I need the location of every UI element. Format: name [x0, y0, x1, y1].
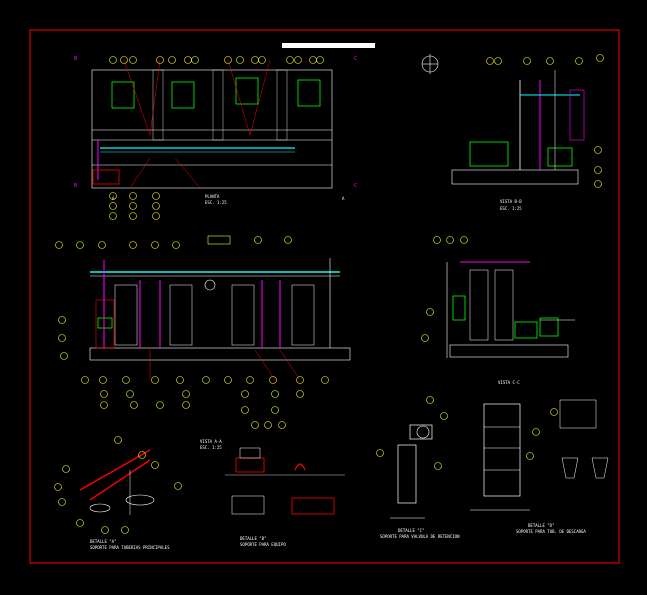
plan-scale: ESC. 1:25: [205, 200, 227, 205]
view-aa-scale: ESC. 1:25: [200, 445, 222, 450]
section-view-cc: VISTA C-C: [421, 236, 575, 385]
detail-b: DETALLE "B" SOPORTE PARA EQUIPO: [225, 447, 345, 547]
detail-d: DETALLE "D" SOPORTE PARA TUB. DE DESCARG…: [470, 399, 609, 534]
plan-title: PLANTA: [205, 194, 220, 199]
section-mark-b-top: B: [74, 56, 77, 62]
detail-d-title: DETALLE "D": [528, 523, 555, 528]
detail-c-title: DETALLE "C": [398, 528, 425, 533]
section-mark-a-right: A: [342, 196, 345, 201]
detail-b-subtitle: SOPORTE PARA EQUIPO: [240, 542, 286, 547]
section-view-bb: VISTA B-B ESC. 1:25: [451, 54, 604, 211]
view-aa-title: VISTA A-A: [200, 439, 222, 444]
drawing-frame: [29, 29, 620, 564]
detail-a-subtitle: SOPORTE PARA TUBERIAS PRINCIPALES: [90, 545, 170, 550]
north-arrow-icon: [421, 54, 439, 74]
view-bb-scale: ESC. 1:25: [500, 206, 522, 211]
detail-a: DETALLE "A" SOPORTE PARA TUBERIAS PRINCI…: [54, 436, 182, 550]
view-cc-title: VISTA C-C: [498, 380, 520, 385]
section-mark-b-bottom: B: [74, 183, 77, 189]
plan-view: PLANTA ESC. 1:25 B B C C A A: [74, 56, 357, 220]
section-view-aa: VISTA A-A ESC. 1:25: [55, 235, 351, 450]
detail-c: DETALLE "C" SOPORTE PARA VALVULA DE RETE…: [376, 396, 460, 539]
detail-a-title: DETALLE "A": [90, 539, 117, 544]
section-mark-c-bottom: C: [354, 183, 357, 189]
detail-c-subtitle: SOPORTE PARA VALVULA DE RETENCION: [380, 534, 460, 539]
view-bb-title: VISTA B-B: [500, 199, 522, 204]
section-mark-c-top: C: [354, 56, 357, 62]
detail-b-title: DETALLE "B": [240, 536, 267, 541]
section-mark-a-left: A: [112, 196, 115, 201]
detail-d-subtitle: SOPORTE PARA TUB. DE DESCARGA: [516, 529, 586, 534]
title-bar: [282, 43, 375, 48]
